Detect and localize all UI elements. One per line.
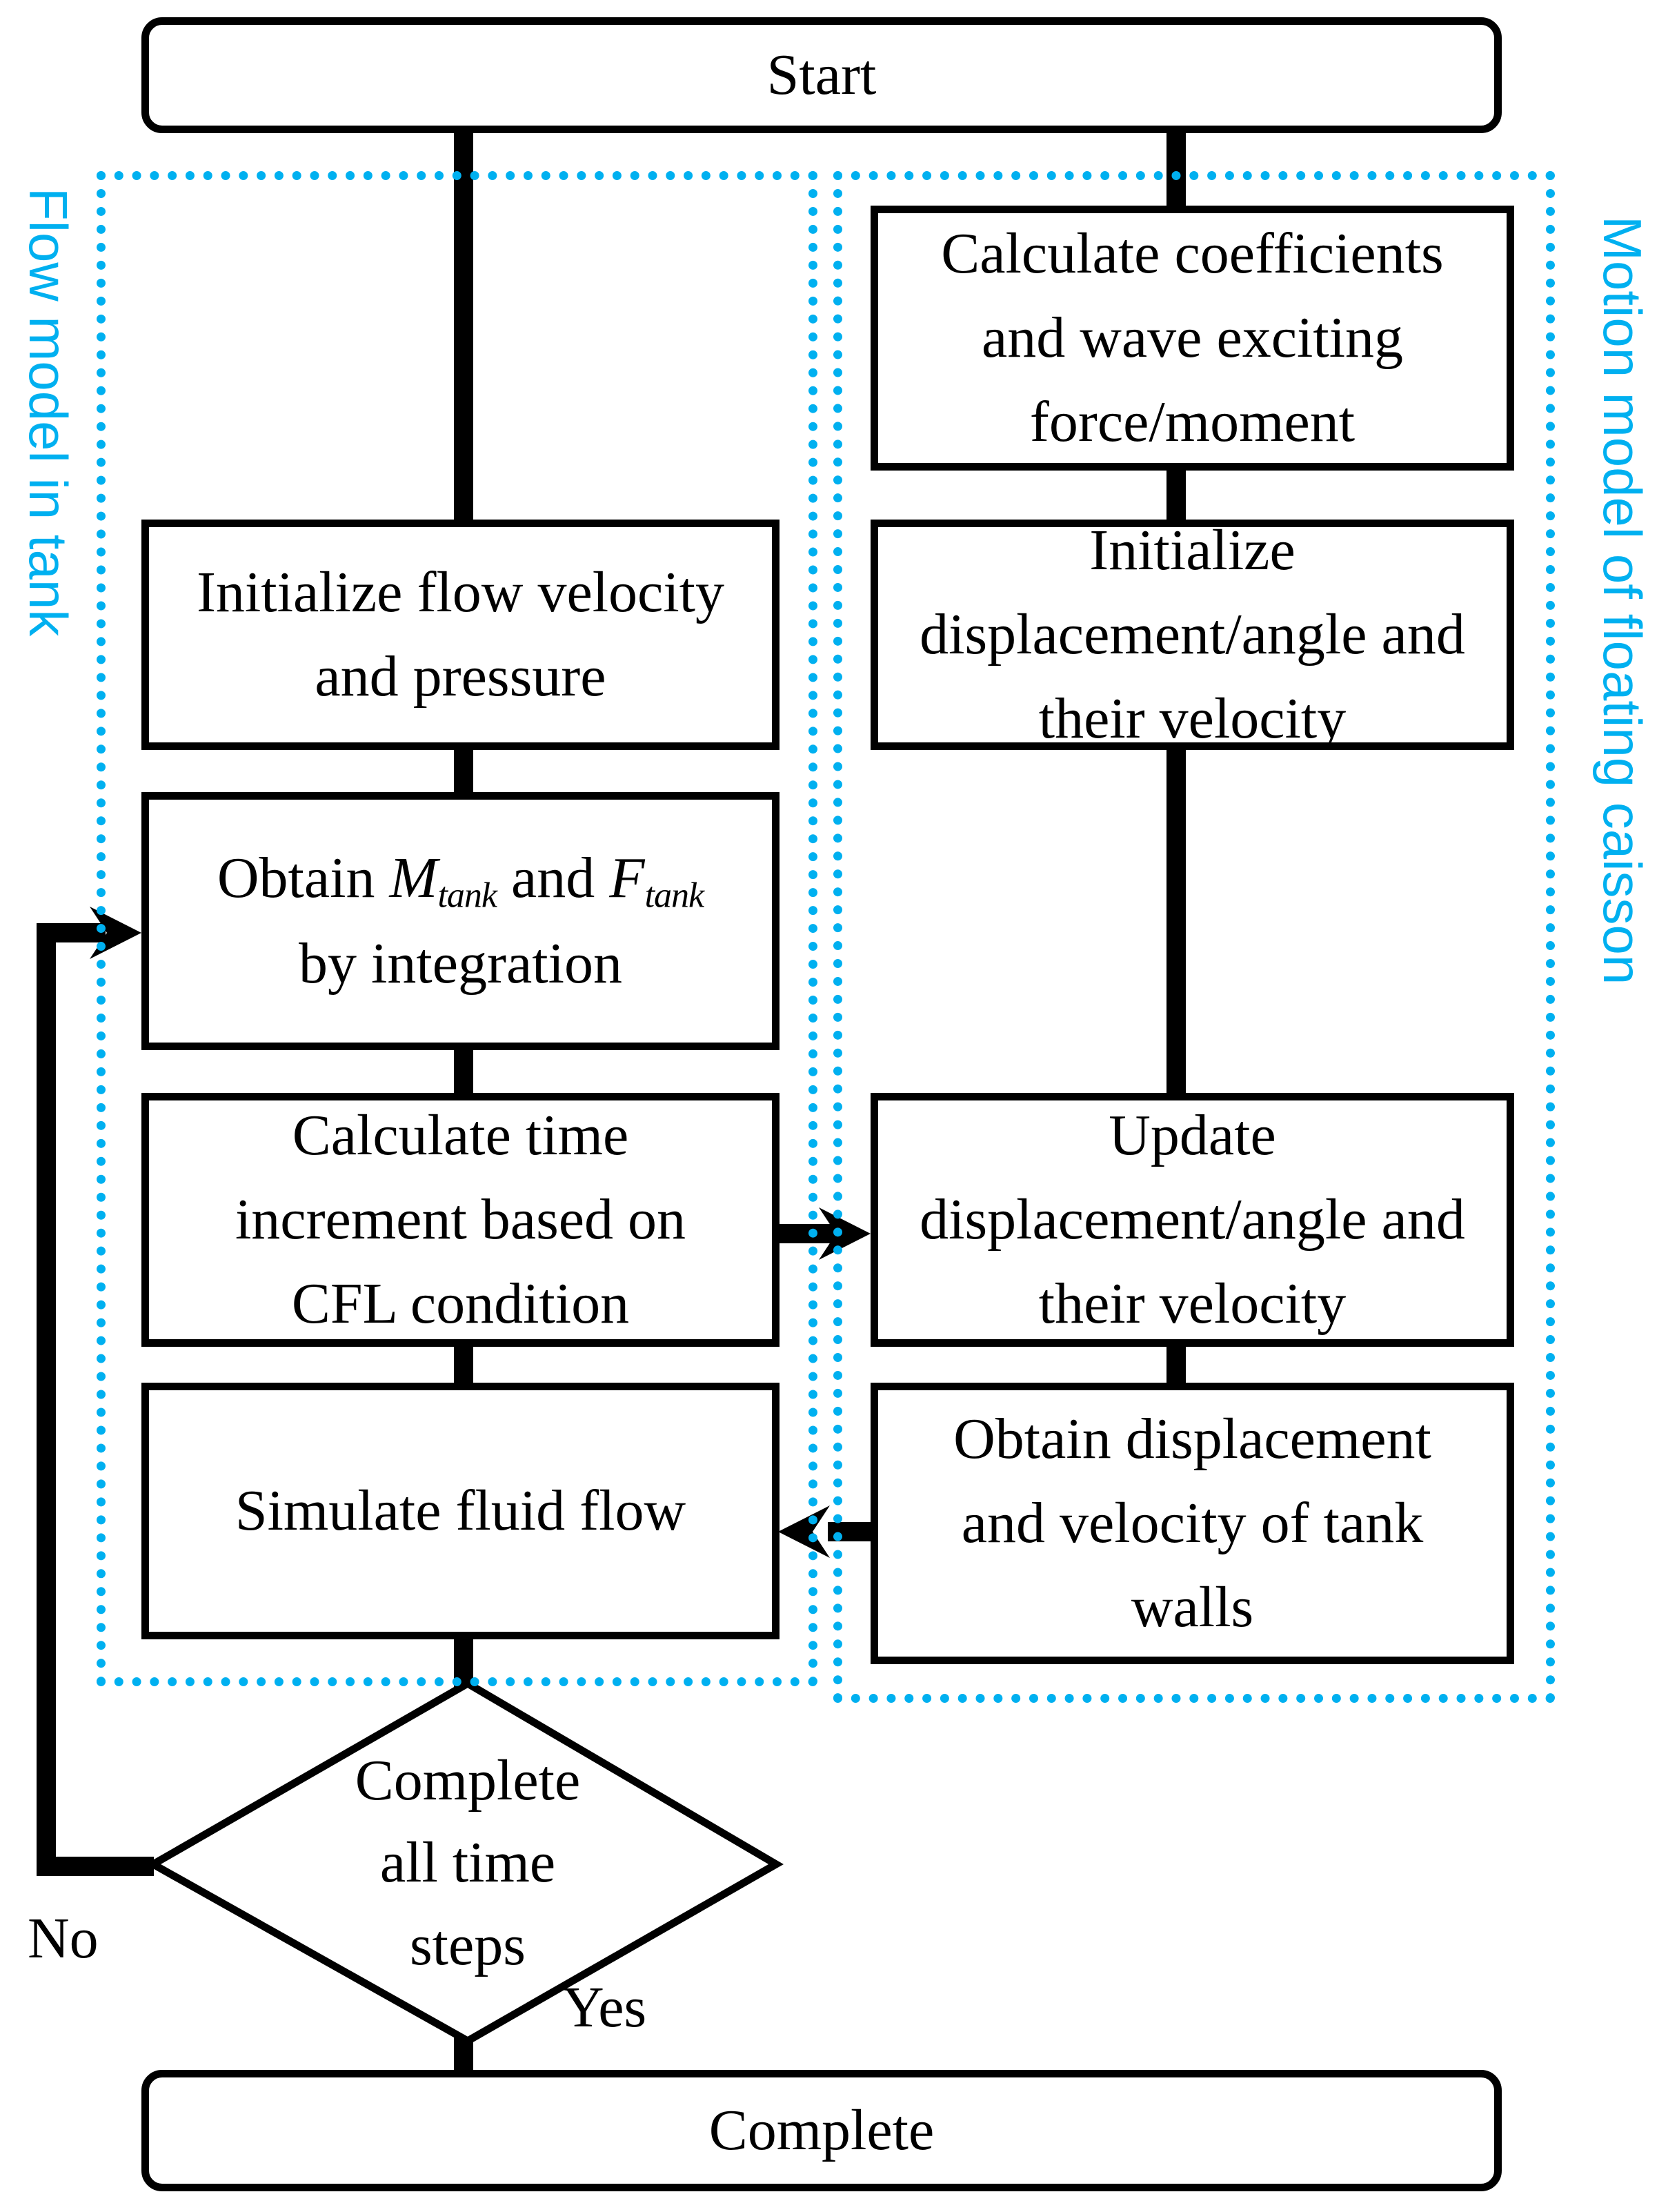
decision-label: Complete all time steps [355, 1748, 581, 1977]
flow-model-region [97, 171, 817, 1686]
ftank-variable: F [609, 846, 645, 911]
decision-yes-label: Yes [562, 1975, 647, 2040]
connector-coeff-to-initdisp [1166, 466, 1186, 523]
connector-start-to-coeff [1166, 126, 1186, 209]
process-update-displacement: Update displacement/angle and their velo… [871, 1093, 1514, 1347]
motion-model-region [833, 171, 1555, 1703]
mtank-subscript: tank [437, 876, 498, 916]
connector-obtain-to-cfl [454, 1045, 473, 1097]
connector-initflow-to-obtain [454, 745, 473, 797]
process-simulate-fluid-flow: Simulate fluid flow [141, 1383, 780, 1639]
motion-model-region-label: Motion model of floating caisson [1592, 216, 1653, 985]
obtain-formula-text: Obtain Mtank and Ftank by integration [217, 846, 705, 996]
process-initialize-displacement: Initialize displacement/angle and their … [871, 518, 1514, 751]
arrowhead-to-update [819, 1207, 871, 1260]
connector-start-to-initflow [454, 126, 473, 523]
complete-terminal: Complete [141, 2070, 1502, 2191]
connector-initdisp-to-update [1166, 745, 1186, 1097]
process-obtain-wall-motion: Obtain displacement and velocity of tank… [871, 1383, 1514, 1664]
process-initialize-flow: Initialize flow velocity and pressure [141, 520, 780, 750]
feedback-top-segment [37, 923, 106, 942]
connector-update-to-obtaindisp [1166, 1342, 1186, 1387]
decision-no-label: No [28, 1906, 99, 1971]
process-obtain-mtank-ftank: Obtain Mtank and Ftank by integration [141, 792, 780, 1050]
ftank-subscript: tank [644, 876, 705, 916]
flow-model-region-label: Flow model in tank [18, 187, 79, 637]
start-terminal: Start [141, 17, 1502, 133]
decision-diamond [145, 1679, 784, 2046]
feedback-bottom-segment [37, 1857, 154, 1876]
process-calc-time-increment: Calculate time increment based on CFL co… [141, 1093, 780, 1347]
process-calc-coefficients: Calculate coefficients and wave exciting… [871, 206, 1514, 471]
feedback-vertical-segment [37, 923, 56, 1876]
connector-cfl-to-simulate [454, 1342, 473, 1387]
obtain-formula-line2: by integration [299, 931, 622, 996]
mtank-variable: M [389, 846, 438, 911]
connector-cfl-to-update-shaft [777, 1224, 839, 1243]
